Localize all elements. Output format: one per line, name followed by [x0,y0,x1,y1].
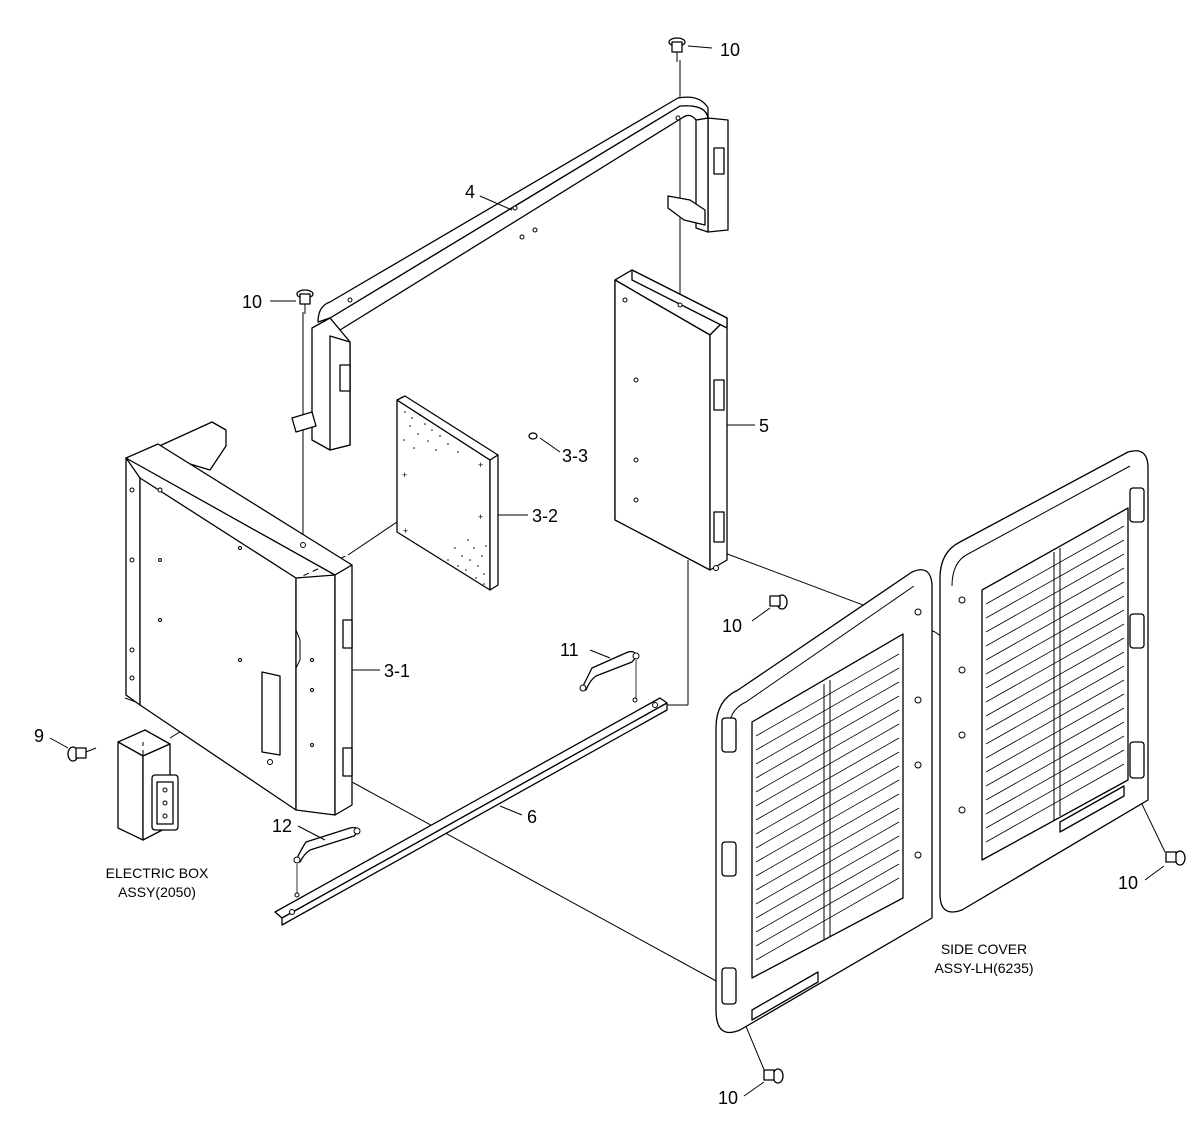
part-labels: 10 4 10 3-3 3-2 5 10 11 3-1 9 12 6 10 10 [34,40,1138,1108]
screw-10-top [668,37,686,62]
label-10-top: 10 [720,40,740,60]
assembly-captions: ELECTRIC BOX ASSY(2050) SIDE COVER ASSY-… [106,865,1034,976]
label-10-left: 10 [242,292,262,312]
filter-panel-3-2: + + + + [396,395,499,591]
caption-side-cover-line2: ASSY-LH(6235) [934,960,1033,976]
retainer-12 [293,826,361,893]
callout-leaders [49,45,1165,1097]
label-10-mid: 10 [722,616,742,636]
frame-3-1 [125,421,353,816]
screw-10-bottom [763,1068,784,1084]
upright-5 [614,269,728,571]
top-frame-4 [291,96,729,451]
svg-text:+: + [478,512,483,522]
screw-10-left [296,289,314,314]
caption-electric-box-line2: ASSY(2050) [118,884,196,900]
label-3-3: 3-3 [562,446,588,466]
label-5: 5 [759,416,769,436]
label-11: 11 [560,640,579,660]
retainer-11 [579,650,640,698]
svg-text:+: + [402,470,407,480]
svg-text:+: + [403,526,408,536]
screw-10-mid [769,594,788,610]
bar-6 [274,697,668,926]
label-3-2: 3-2 [532,506,558,526]
screw-9 [67,746,97,762]
side-cover-back [939,450,1149,913]
svg-text:+: + [478,460,483,470]
label-10-right: 10 [1118,873,1138,893]
screw-3-3 [528,432,538,440]
label-3-1: 3-1 [384,661,410,681]
caption-side-cover-line1: SIDE COVER [941,941,1027,957]
label-10-bottom: 10 [718,1088,738,1108]
side-cover-front [715,569,933,1034]
electric-box [117,729,179,841]
label-4: 4 [465,182,475,202]
label-12: 12 [272,816,292,836]
filter-texture [403,411,487,585]
front-grille-slats [755,653,900,961]
caption-electric-box-line1: ELECTRIC BOX [106,865,209,881]
label-6: 6 [527,807,537,827]
screw-10-right [1165,850,1186,866]
label-9: 9 [34,726,44,746]
back-grille-slats [985,525,1125,843]
